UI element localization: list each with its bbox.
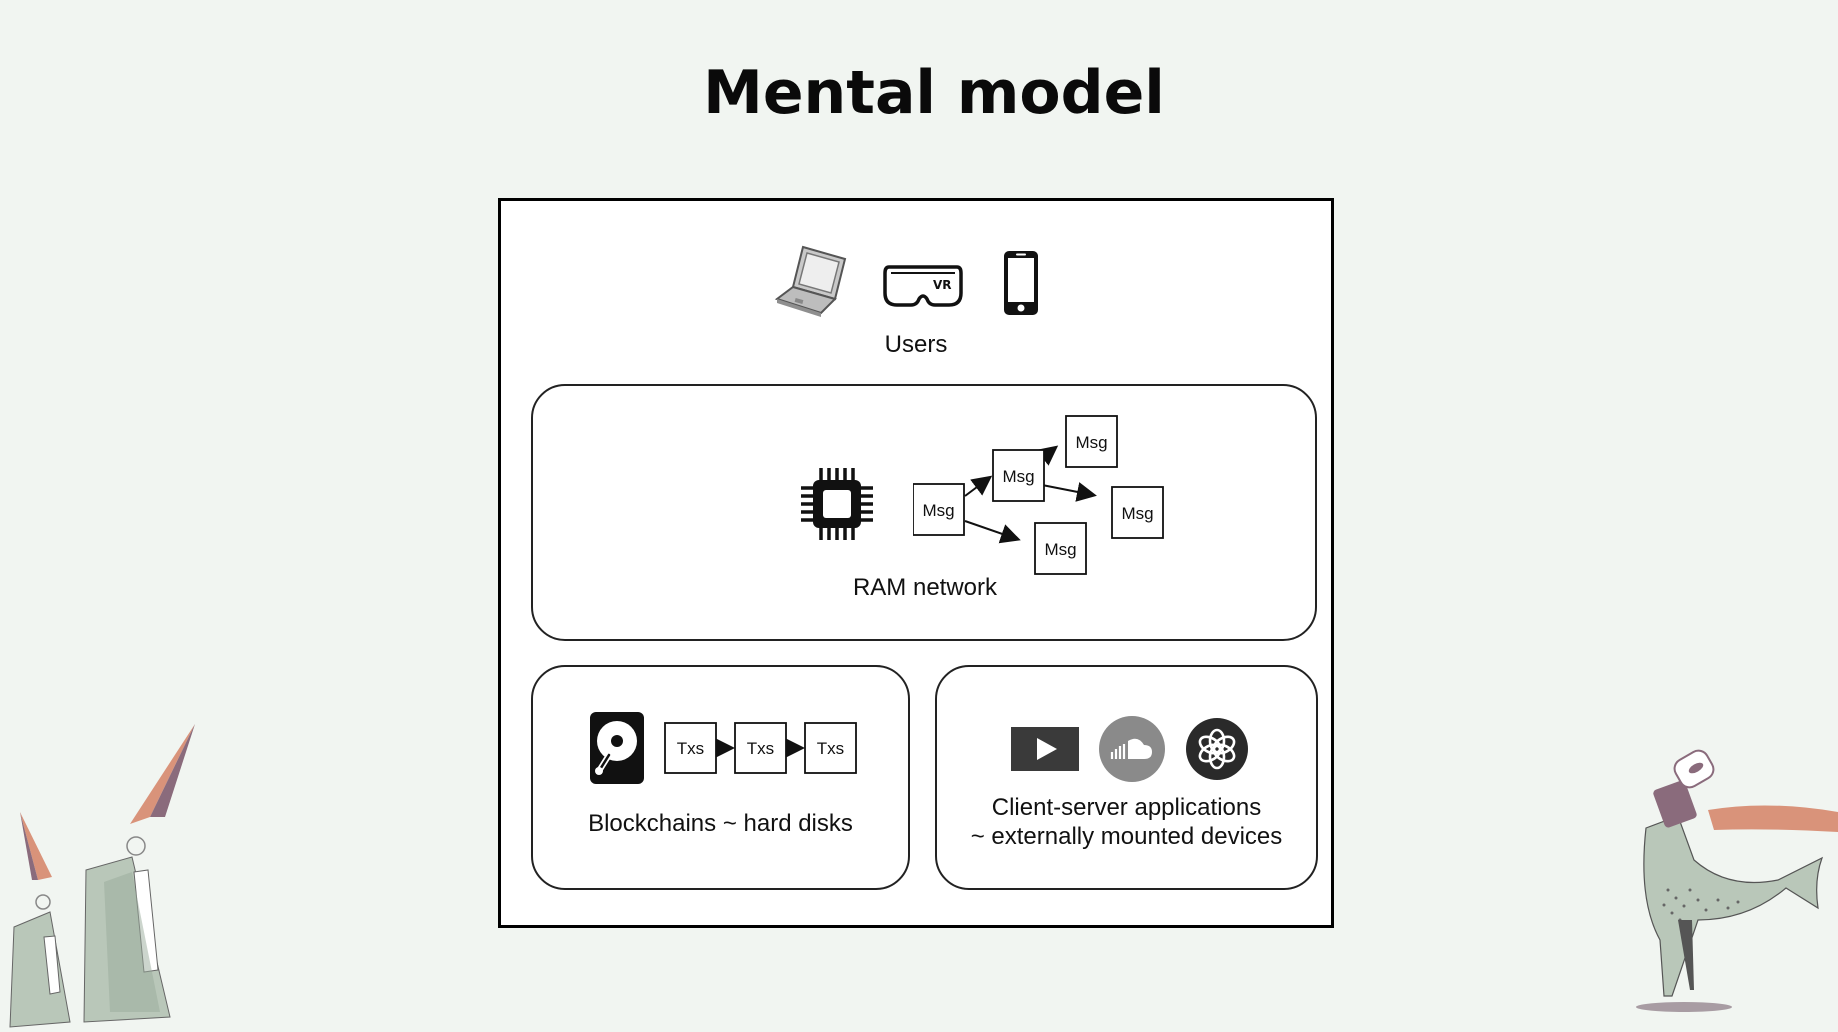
svg-text:VR: VR <box>933 278 952 292</box>
msg-node-label: Msg <box>1002 467 1034 486</box>
vr-headset-icon: VR <box>883 265 963 307</box>
msg-node-label: Msg <box>1075 433 1107 452</box>
mental-model-diagram: VR Users <box>498 198 1334 928</box>
msg-node <box>1111 486 1164 539</box>
page-title: Mental model <box>703 58 1165 128</box>
youtube-play-icon <box>1011 727 1079 771</box>
txs-block <box>664 722 717 774</box>
msg-node <box>1065 415 1118 468</box>
edge-1-5 <box>964 520 1021 544</box>
smartphone-icon <box>1004 251 1038 315</box>
client-server-box: Client-server applications ~ externally … <box>935 665 1318 890</box>
msg-node-label: Msg <box>922 501 954 520</box>
edge-1-2 <box>964 475 993 497</box>
txs-block <box>804 722 857 774</box>
transaction-chain: Txs Txs Txs <box>664 722 857 774</box>
user-devices: VR <box>773 241 1063 321</box>
hard-disk-icon <box>590 712 644 784</box>
laptop-icon <box>774 245 847 317</box>
client-server-label-line1: Client-server applications <box>991 794 1262 821</box>
msg-node <box>1034 522 1087 575</box>
ram-network-box: Msg Msg Msg Msg Msg RAM network <box>531 384 1317 641</box>
openai-icon <box>1186 718 1248 780</box>
msg-node <box>992 449 1045 502</box>
soundcloud-icon <box>1099 716 1165 782</box>
txs-block-label: Txs <box>677 739 704 758</box>
txs-block-label: Txs <box>817 739 844 758</box>
blockchains-label: Blockchains ~ hard disks <box>588 810 853 837</box>
cpu-chip-icon <box>801 468 873 540</box>
msg-node-label: Msg <box>1044 540 1076 559</box>
txs-block-label: Txs <box>747 739 774 758</box>
msg-node <box>913 483 965 536</box>
txs-block <box>734 722 787 774</box>
msg-node-label: Msg <box>1121 504 1153 523</box>
client-server-label-line2: ~ externally mounted devices <box>970 823 1283 850</box>
edge-2-4 <box>1036 482 1097 502</box>
users-label: Users <box>884 331 948 358</box>
decorative-figures-left <box>9 724 195 1028</box>
decorative-figure-right <box>1636 749 1838 1012</box>
ram-network-label: RAM network <box>852 574 998 601</box>
message-graph: Msg Msg Msg Msg Msg <box>913 415 1164 575</box>
blockchains-box: Txs Txs Txs Blockchains ~ hard disks <box>531 665 910 890</box>
